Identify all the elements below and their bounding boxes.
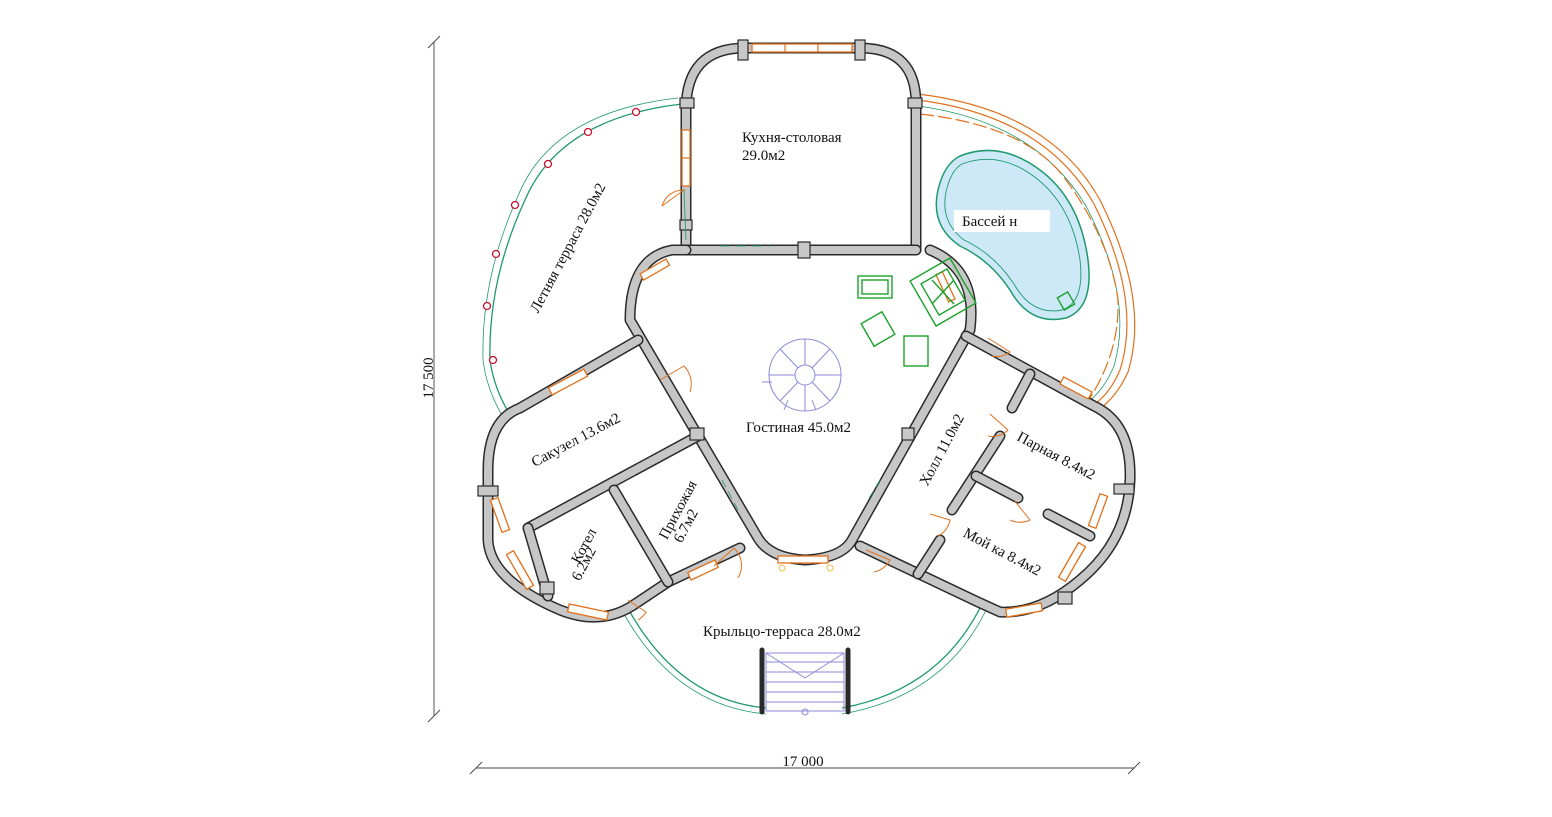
windows	[489, 43, 1109, 621]
wall-columns	[477, 39, 1135, 605]
bathroom-label: Сакузел 13.6м2	[529, 410, 623, 470]
doors	[627, 189, 1031, 621]
porch-label: Крыльцо-терраса 28.0м2	[703, 624, 861, 640]
porch-stairs	[759, 647, 851, 716]
pool-label-bg	[954, 210, 1050, 232]
kitchen-area: 29.0м2	[742, 148, 785, 164]
kitchen-name: Кухня-столовая	[742, 130, 842, 146]
pool-terrace-railing	[917, 93, 1136, 411]
living-furniture	[857, 257, 977, 367]
washroom-label: Мой ка 8.4м2	[960, 525, 1043, 579]
steam-room-label: Парная 8.4м2	[1014, 429, 1098, 484]
porch-railing	[623, 603, 989, 715]
dimension-lines	[427, 35, 1141, 775]
spiral-stair	[762, 338, 842, 412]
summer-terrace-label: Летняя терраса 28.0м2	[528, 181, 610, 316]
dimension-width-label: 17 000	[782, 754, 823, 770]
hall-label: Холл 11.0м2	[917, 412, 968, 489]
pool-name: Бассей н	[962, 214, 1017, 230]
pool	[935, 149, 1090, 321]
summer-terrace-railing	[482, 97, 683, 421]
living-label: Гостиная 45.0м2	[746, 420, 851, 436]
dimension-height-label: 17 500	[421, 357, 437, 398]
